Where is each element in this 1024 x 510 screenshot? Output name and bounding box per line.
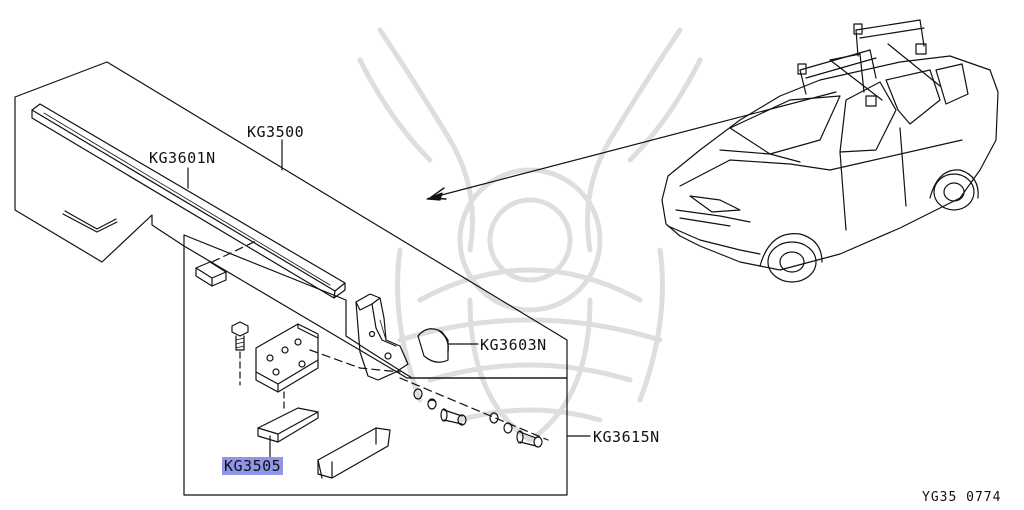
rubber-pad [257,407,319,443]
dashline-bracket [309,349,401,373]
small-pad [195,261,227,287]
fastener-set [413,388,543,448]
hex-key-wrench [62,210,118,233]
mounting-bracket [255,323,319,393]
dashline-pad [211,239,259,263]
foot-bracket [355,293,409,381]
label-kg3505: KG3505 [222,457,284,475]
label-kg3601n: KG3601N [149,149,216,167]
label-kg3603n: KG3603N [480,336,547,354]
kg3500-kit-outline [14,61,568,379]
inner-parts-box [183,234,568,496]
diagram-reference-code: YG35 0774 [922,490,1002,505]
watermark-emblem [357,27,703,443]
dashline-fasteners [399,377,549,441]
roof-rail-strip [31,103,346,299]
end-cap [417,328,449,363]
trim-cover [317,427,391,479]
suv-car-illustration [661,19,999,283]
label-kg3615n: KG3615N [593,428,660,446]
label-kg3500: KG3500 [247,123,305,141]
bolt [231,321,249,351]
highlight-kg3505[interactable]: KG3505 [222,457,284,475]
